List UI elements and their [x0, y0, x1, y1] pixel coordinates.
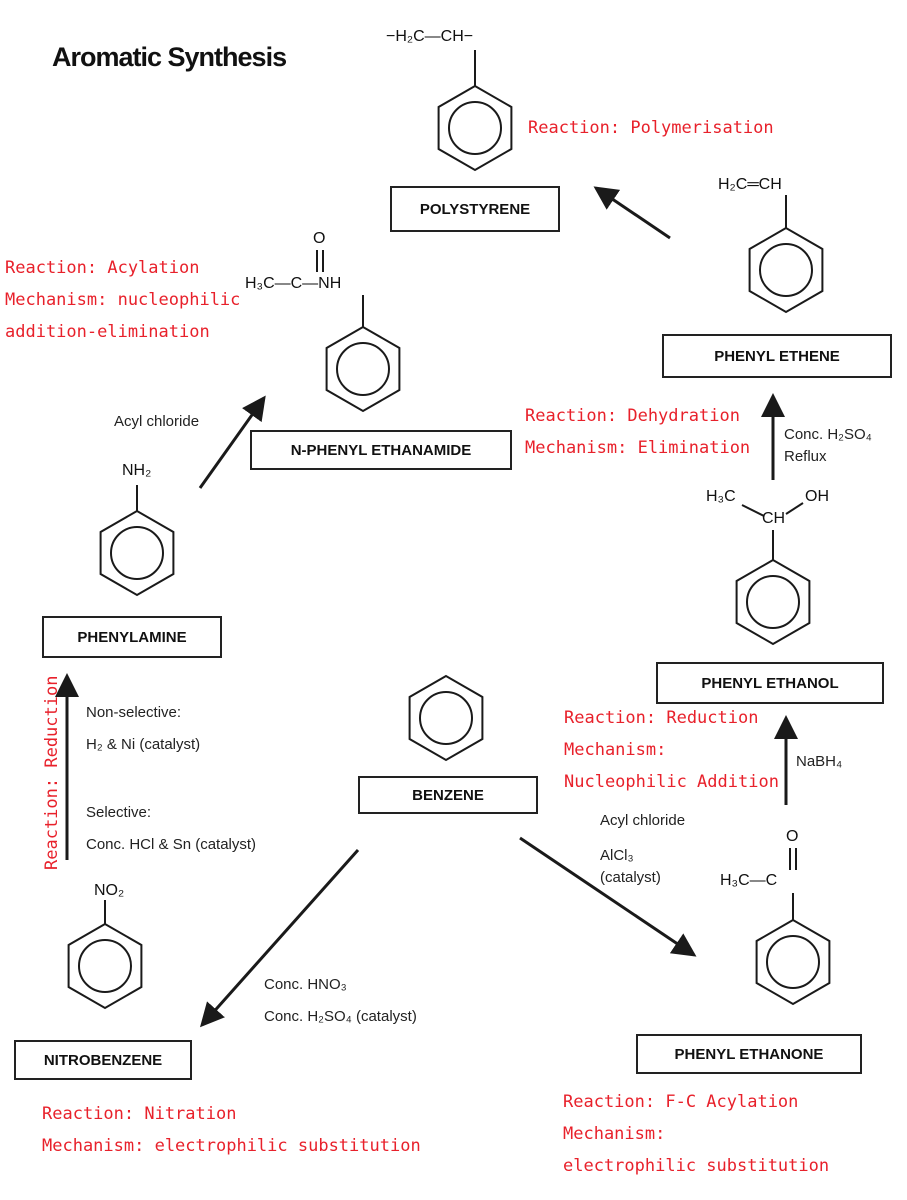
condition-nitration-hno3: Conc. HNO₃ [264, 976, 347, 993]
vinyl-group-label: H₂C═CH [718, 176, 782, 193]
condition-dehydration-acid: Conc. H₂SO₄ [784, 426, 872, 443]
compound-phenyl-ethene: PHENYL ETHENE [662, 334, 892, 378]
condition-acyl-chloride-amide: Acyl chloride [114, 413, 200, 430]
acylation-mechanism-line1: Mechanism: nucleophilic [5, 290, 241, 310]
fc-acylation-mechanism-line1: Mechanism: [563, 1124, 666, 1144]
compound-phenyl-ethanone: PHENYL ETHANONE [636, 1034, 862, 1074]
dehydration-reaction: Reaction: Dehydration [525, 406, 740, 426]
aromatic-circle [448, 101, 502, 155]
nitration-mechanism: Mechanism: electrophilic substitution [42, 1136, 421, 1156]
ring-phenyl-ethene [748, 226, 824, 314]
compound-n-phenyl-ethanamide: N-PHENYL ETHANAMIDE [250, 430, 512, 470]
ethanol-oh-label: OH [805, 488, 829, 505]
condition-nonselective-title: Non-selective: [86, 704, 182, 721]
bond-ethanol-oh [785, 502, 804, 515]
acylation-mechanism-line2: addition-elimination [5, 322, 210, 342]
benzene-hexagon [408, 674, 484, 762]
compound-nitrobenzene: NITROBENZENE [14, 1040, 192, 1080]
reduction-ketone-mechanism-line1: Mechanism: [564, 740, 667, 760]
benzene-hexagon [735, 558, 811, 646]
nitration-reaction: Reaction: Nitration [42, 1104, 237, 1124]
benzene-hexagon [325, 325, 401, 413]
polymer-chain-label: −H₂C—CH− [386, 28, 474, 45]
fc-acylation-reaction: Reaction: F-C Acylation [563, 1092, 799, 1112]
fc-acylation-mechanism-line2: electrophilic substitution [563, 1156, 830, 1176]
nitro-group-label: NO₂ [94, 882, 125, 899]
condition-selective-reagents: Conc. HCl & Sn (catalyst) [86, 836, 257, 853]
reduction-nitro-reaction: Reaction: Reduction [42, 675, 62, 870]
ketone-oxygen-label: O [786, 828, 799, 845]
ring-polystyrene [437, 84, 513, 172]
arrow-ethene-to-polystyrene [593, 186, 671, 240]
benzene-hexagon [437, 84, 513, 172]
ring-phenylamine [99, 509, 175, 597]
compound-phenylamine: PHENYLAMINE [42, 616, 222, 658]
condition-fc-catalyst: (catalyst) [600, 869, 661, 886]
aromatic-circle [746, 575, 800, 629]
bond-ethanol-ch3 [741, 504, 765, 517]
ethanol-ch-label: CH [762, 510, 786, 527]
condition-nonselective-reagents: H₂ & Ni (catalyst) [86, 736, 201, 753]
diagram-title: Aromatic Synthesis [52, 42, 287, 72]
condition-fc-acyl-chloride: Acyl chloride [600, 812, 686, 829]
benzene-hexagon [748, 226, 824, 314]
condition-nitration-h2so4: Conc. H₂SO₄ (catalyst) [264, 1008, 417, 1025]
compound-benzene: BENZENE [358, 776, 538, 814]
arrow-amine-to-amide [198, 395, 266, 489]
amine-group-label: NH₂ [122, 462, 152, 479]
condition-nabh4: NaBH₄ [796, 753, 843, 770]
compound-phenyl-ethanol: PHENYL ETHANOL [656, 662, 884, 704]
amide-oxygen-label: O [313, 230, 326, 247]
compound-polystyrene: POLYSTYRENE [390, 186, 560, 232]
ring-phenyl-ethanone [755, 918, 831, 1006]
ring-nitrobenzene [67, 922, 143, 1010]
polymerisation-reaction: Reaction: Polymerisation [528, 118, 774, 138]
benzene-hexagon [99, 509, 175, 597]
amide-chain-label: H₃C—C—NH [245, 275, 342, 292]
acylation-reaction: Reaction: Acylation [5, 258, 200, 278]
ketone-chain-label: H₃C—C [720, 872, 778, 889]
aromatic-circle [766, 935, 820, 989]
benzene-hexagon [755, 918, 831, 1006]
aromatic-circle [78, 939, 132, 993]
reduction-ketone-mechanism-line2: Nucleophilic Addition [564, 772, 779, 792]
arrow-benzene-to-ethanone [519, 836, 697, 957]
ring-benzene [408, 674, 484, 762]
ring-phenyl-ethanol [735, 558, 811, 646]
benzene-hexagon [67, 922, 143, 1010]
aromatic-circle [759, 243, 813, 297]
aromatic-circle [336, 342, 390, 396]
dehydration-mechanism: Mechanism: Elimination [525, 438, 751, 458]
reduction-ketone-reaction: Reaction: Reduction [564, 708, 759, 728]
ring-n-phenyl-ethanamide [325, 325, 401, 413]
aromatic-circle [110, 526, 164, 580]
aromatic-circle [419, 691, 473, 745]
condition-selective-title: Selective: [86, 804, 152, 821]
condition-fc-alcl3: AlCl₃ [600, 847, 634, 864]
arrow-benzene-to-nitro [200, 849, 360, 1028]
ethanol-ch3-label: H₃C [706, 488, 736, 505]
condition-dehydration-reflux: Reflux [784, 448, 827, 465]
